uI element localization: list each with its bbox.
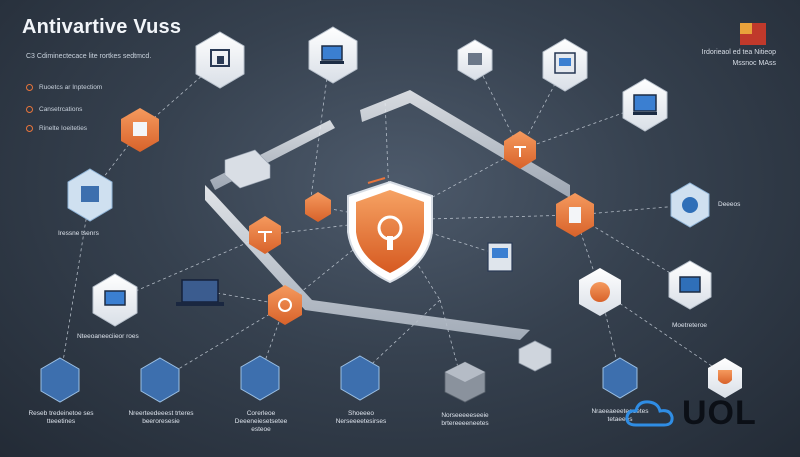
hex-node	[195, 31, 245, 89]
bottom-node	[40, 357, 80, 403]
hex-node	[308, 26, 358, 84]
legend-item: Ruoetcs ar Inptectiom	[26, 84, 102, 91]
node-label: Moetreteroe	[672, 322, 708, 329]
watermark-text: UOL	[682, 394, 757, 432]
check-circle-icon	[26, 84, 33, 91]
hex-node	[92, 273, 138, 327]
node-label: Iressne tsenrs	[58, 230, 99, 237]
cloud-icon	[625, 400, 674, 427]
hex-node-orange	[579, 268, 621, 316]
hex-node	[457, 39, 493, 81]
node-label: Deeeos	[718, 201, 741, 208]
node-label: Reseb tredeinetoe ses tteeetines	[28, 410, 94, 425]
flag-icon	[740, 23, 766, 45]
page-subtitle: C3 Cdiminectecace lite rortkes sedtmcd.	[26, 53, 152, 60]
hex-node-orange	[708, 358, 742, 398]
bottom-node	[140, 357, 180, 403]
hex-node	[668, 260, 712, 310]
bottom-node	[340, 355, 380, 401]
hex-node-orange	[268, 285, 302, 325]
node-label: Nteeoaneeciieor roes	[77, 333, 139, 340]
hex-node	[622, 78, 668, 132]
legend-item: Cansetrcations	[26, 106, 82, 113]
hex-node	[67, 168, 113, 222]
hex-node-orange	[504, 131, 536, 169]
hex-node-orange	[305, 192, 331, 222]
node-label: Corerleoe Deeeneiesetsetee esteoe	[234, 410, 288, 433]
bottom-node	[602, 357, 638, 399]
watermark: UOL	[624, 396, 757, 430]
legend-label: Cansetrcations	[39, 106, 83, 113]
device-box	[444, 361, 486, 403]
hex-node	[542, 38, 588, 92]
legend-item: Rinelte Ioeiteties	[26, 125, 87, 132]
legend-label: Ruoetcs ar Inptectiom	[39, 84, 103, 91]
device-box	[518, 340, 552, 372]
hex-node-orange	[249, 216, 281, 254]
node-label: Norseeeeeseeie brtereeeeneetes	[441, 412, 489, 427]
shield-icon	[347, 180, 433, 284]
legend-label: Rinelte Ioeiteties	[39, 125, 88, 132]
node-label: Nraeeaeeeteeeetes tetaeees	[591, 408, 649, 423]
node-label: Nreerteedeeest trteres beeroresesie	[128, 410, 194, 425]
pipes	[205, 90, 570, 340]
hex-node-orange	[121, 108, 159, 152]
device-laptop	[176, 279, 224, 306]
bottom-node	[240, 355, 280, 401]
device-server	[487, 242, 513, 272]
hex-node	[670, 182, 710, 228]
check-circle-icon	[26, 125, 33, 132]
hex-node-orange	[556, 193, 594, 237]
check-circle-icon	[26, 106, 33, 113]
node-label: Shoeeeo Nerseeeetesirses	[335, 410, 387, 425]
page-title: Antivartive Vuss	[22, 16, 182, 38]
small-arrow	[367, 177, 386, 184]
header-right-text: Irdorieaol ed tea Nitieop Mssnoc MAss	[701, 49, 776, 67]
